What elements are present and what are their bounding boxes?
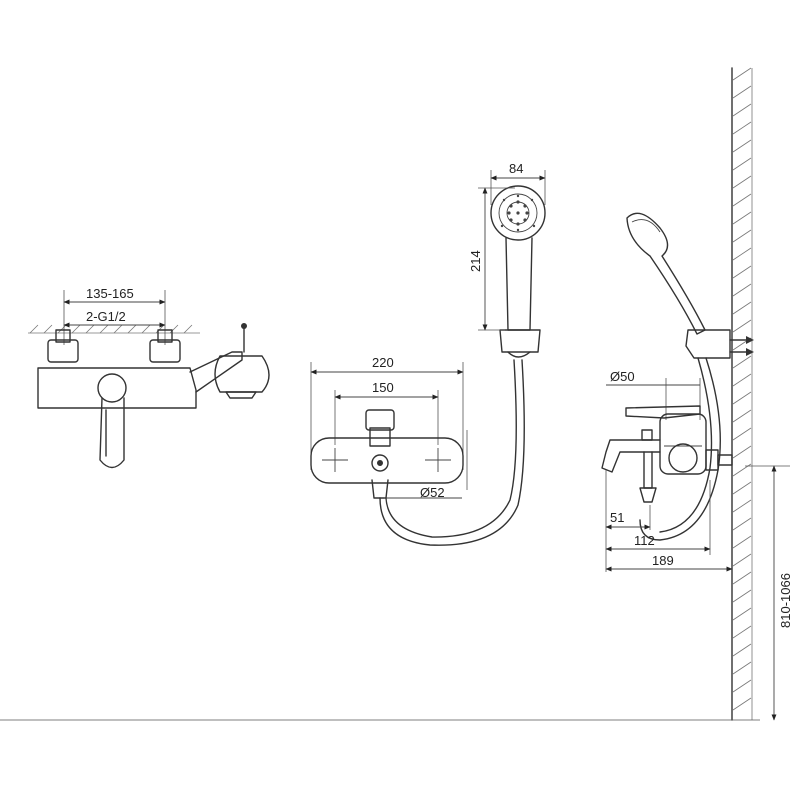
side-view: Ø50 51 112 189 810-1066 <box>0 67 793 721</box>
dim-inlet-centers: 150 <box>372 380 394 395</box>
diverter-knob <box>371 454 389 472</box>
handshower-side <box>626 212 706 335</box>
dim-inlet-thread: 2-G1/2 <box>86 309 126 324</box>
handshower-head <box>490 185 546 241</box>
spout-side <box>601 439 661 473</box>
dim-head-width: 84 <box>509 161 523 176</box>
dim-spout-to-axis: 51 <box>610 510 624 525</box>
dim-handle-diameter: Ø52 <box>420 485 445 500</box>
showerhead-front <box>214 355 270 393</box>
dim-body-width: 220 <box>372 355 394 370</box>
wall-section <box>731 67 753 721</box>
dim-install-height: 810-1066 <box>778 573 793 628</box>
wall-hatch-top <box>28 324 200 334</box>
dim-axis-offset: 112 <box>634 533 655 548</box>
shower-holder <box>499 329 541 353</box>
dim-cartridge-diameter: Ø50 <box>610 369 635 384</box>
dim-mount-spacing: 135-165 <box>86 286 134 301</box>
mixer-body-side <box>659 413 707 475</box>
handshower-handle <box>505 237 533 331</box>
shower-hose <box>379 359 525 546</box>
dim-handshower-length: 214 <box>468 250 483 272</box>
mixer-body-front <box>37 367 197 409</box>
dim-total-depth: 189 <box>652 553 674 568</box>
lever-handle-side <box>625 405 701 419</box>
top-view: 220 150 Ø52 <box>310 161 546 546</box>
front-view: 135-165 2-G1/2 <box>28 286 270 469</box>
lever-handle-front <box>99 397 125 469</box>
